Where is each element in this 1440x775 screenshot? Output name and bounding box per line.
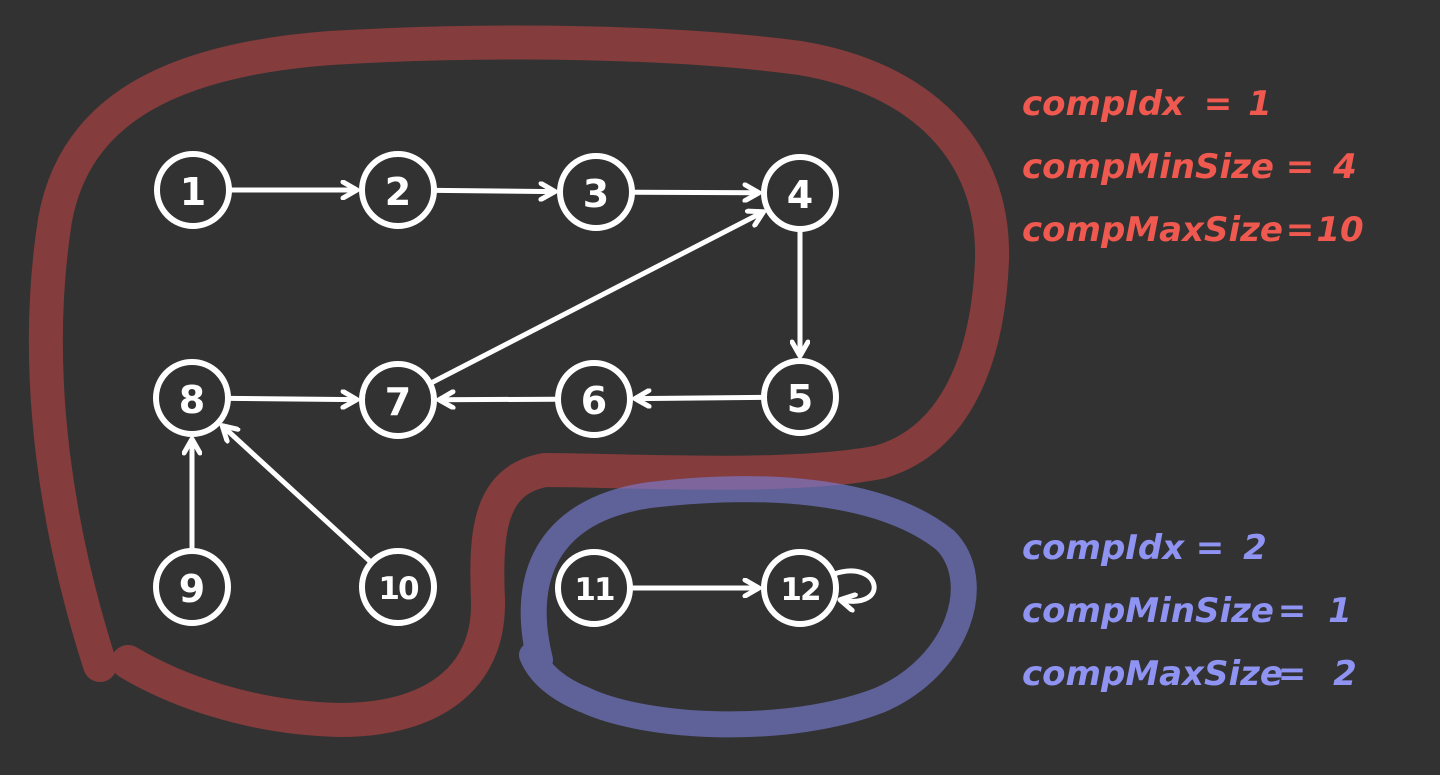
component-2-outline (519, 476, 977, 738)
node-circle (761, 358, 839, 436)
node-circle (359, 548, 437, 626)
stat-name: compMinSize (1022, 591, 1274, 631)
node-label: 8 (179, 378, 205, 422)
node-5: 5 (761, 358, 839, 436)
edge-7-to-4 (429, 212, 763, 386)
edge-5-to-6 (636, 397, 765, 398)
edge-10-to-8 (223, 426, 373, 564)
node-circle (153, 548, 231, 626)
node-label: 1 (180, 170, 206, 214)
node-12: 12 (761, 549, 839, 627)
edge-6-to-7 (440, 399, 559, 400)
node-3: 3 (557, 153, 635, 231)
node-label: 3 (583, 172, 609, 216)
component-1-outline (28, 25, 1010, 737)
stat-equals: = (1278, 654, 1307, 694)
edge-3-to-4 (631, 192, 758, 193)
node-9: 9 (153, 548, 231, 626)
node-circle (154, 151, 232, 229)
stat-name: compIdx (1022, 528, 1185, 568)
stat-value: 2 (1333, 654, 1357, 694)
stat-equals: = (1278, 591, 1307, 631)
node-circle (555, 549, 633, 627)
component-outlines (28, 25, 1010, 738)
edges-layer (192, 190, 877, 601)
node-7: 7 (359, 361, 437, 439)
node-11: 11 (555, 549, 633, 627)
stat-value: 1 (1328, 591, 1352, 631)
edge-8-to-7 (227, 398, 356, 399)
node-label: 11 (574, 572, 614, 608)
stat-name: compMinSize (1022, 147, 1274, 187)
node-label: 10 (378, 571, 419, 607)
node-2: 2 (359, 151, 437, 229)
stat-value: 2 (1243, 528, 1267, 568)
node-label: 12 (780, 572, 819, 608)
node-circle (359, 361, 437, 439)
node-6: 6 (555, 360, 633, 438)
node-label: 6 (581, 379, 607, 423)
node-circle (761, 154, 839, 232)
stat-name: compMaxSize (1022, 654, 1283, 694)
stat-equals: = (1286, 210, 1315, 250)
node-label: 9 (179, 567, 205, 611)
node-label: 2 (385, 170, 411, 214)
component-stats: compIdx=1compMinSize=4compMaxSize=10comp… (1022, 84, 1364, 694)
stat-value: 10 (1316, 210, 1363, 250)
node-label: 5 (787, 377, 813, 421)
node-label: 4 (787, 173, 813, 217)
node-circle (761, 549, 839, 627)
node-4: 4 (761, 154, 839, 232)
node-10: 10 (359, 548, 437, 626)
node-circle (359, 151, 437, 229)
stat-equals: = (1286, 147, 1315, 187)
stat-name: compMaxSize (1022, 210, 1283, 250)
edge-12-to-12 (831, 568, 877, 601)
node-circle (555, 360, 633, 438)
node-8: 8 (153, 359, 231, 437)
node-1: 1 (154, 151, 232, 229)
stat-equals: = (1196, 528, 1225, 568)
node-label: 7 (385, 380, 411, 424)
stat-name: compIdx (1022, 84, 1185, 124)
node-circle (557, 153, 635, 231)
node-circle (153, 359, 231, 437)
edge-2-to-3 (433, 190, 554, 191)
stat-value: 1 (1248, 84, 1272, 124)
stat-equals: = (1204, 84, 1233, 124)
stat-value: 4 (1332, 147, 1357, 187)
